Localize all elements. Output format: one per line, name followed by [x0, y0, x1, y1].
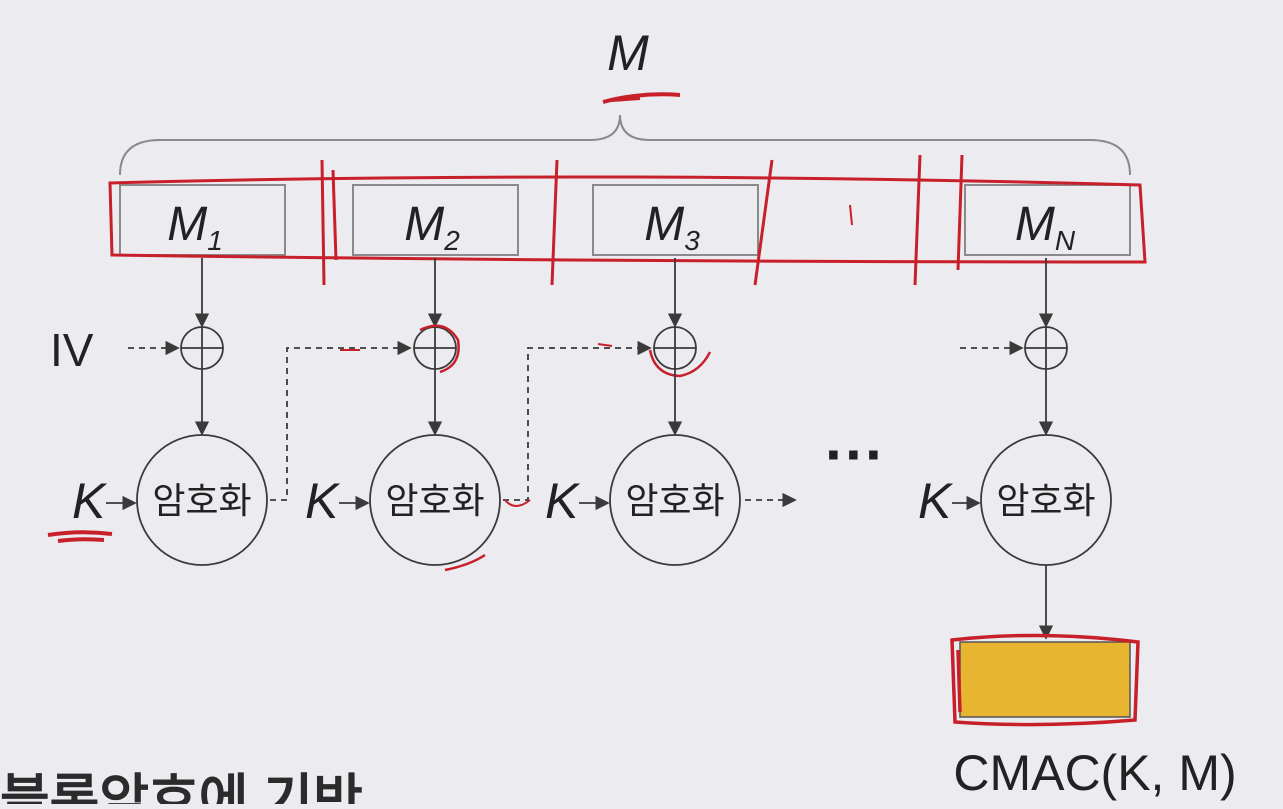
cmac-output-box: [959, 641, 1131, 718]
block-label: M: [644, 198, 684, 251]
key-label: K: [918, 473, 954, 529]
bottom-partial-text: 블록암호에 기반: [0, 770, 363, 804]
message-block-1: M1: [119, 184, 286, 256]
chaining-arrows: [270, 340, 1024, 508]
block-label: M: [1015, 198, 1055, 251]
xor-annotation-strokes: [419, 324, 712, 378]
message-brace: [119, 114, 1131, 176]
block-label: M: [167, 198, 207, 251]
block-subscript: 3: [684, 225, 700, 256]
encrypt-node-3: 암호화: [609, 434, 741, 566]
block-to-xor-arrows: [194, 258, 1054, 328]
xor-node-n: [1024, 326, 1068, 370]
ellipsis: ···: [825, 421, 885, 488]
block-label: M: [404, 198, 444, 251]
encrypt-label: 암호화: [625, 480, 724, 521]
encrypt-annotation-stroke: [444, 553, 486, 572]
iv-label: IV: [50, 324, 94, 376]
message-label: M: [607, 25, 649, 81]
output-annotation-strokes: [950, 633, 1140, 727]
encrypt-node-n: 암호화: [980, 434, 1112, 566]
encrypt-label: 암호화: [152, 480, 251, 521]
key-input-1: K: [72, 473, 137, 529]
xor-node-1: [180, 326, 224, 370]
xor-node-3: [653, 326, 697, 370]
encrypt-label: 암호화: [996, 480, 1095, 521]
block-annotation-strokes: [108, 154, 1147, 286]
svg-text:M3: M3: [644, 198, 700, 256]
chaining-annotation-strokes: [340, 343, 613, 507]
message-block-n: MN: [964, 184, 1131, 256]
key-label: K: [545, 473, 581, 529]
svg-text:MN: MN: [1015, 198, 1076, 256]
xor-to-encrypt-arrows: [194, 369, 1054, 436]
message-block-3: M3: [592, 184, 759, 256]
key-label: K: [305, 473, 341, 529]
block-subscript: N: [1055, 225, 1076, 256]
message-block-2: M2: [352, 184, 519, 256]
key-input-2: K: [305, 473, 370, 529]
svg-text:M2: M2: [404, 198, 460, 256]
message-underline-annotation: [602, 92, 681, 104]
encrypt-node-1: 암호화: [136, 434, 268, 566]
encrypt-node-2: 암호화: [369, 434, 501, 566]
key-input-3: K: [545, 473, 610, 529]
key-underline-annotation: [47, 530, 113, 543]
encrypt-label: 암호화: [385, 480, 484, 521]
svg-text:M1: M1: [167, 198, 223, 256]
key-input-n: K: [918, 473, 981, 529]
cmac-output-label: CMAC(K, M): [953, 745, 1236, 801]
xor-node-2: [413, 326, 457, 370]
block-subscript: 1: [207, 225, 223, 256]
block-subscript: 2: [443, 225, 460, 256]
key-label: K: [72, 473, 108, 529]
